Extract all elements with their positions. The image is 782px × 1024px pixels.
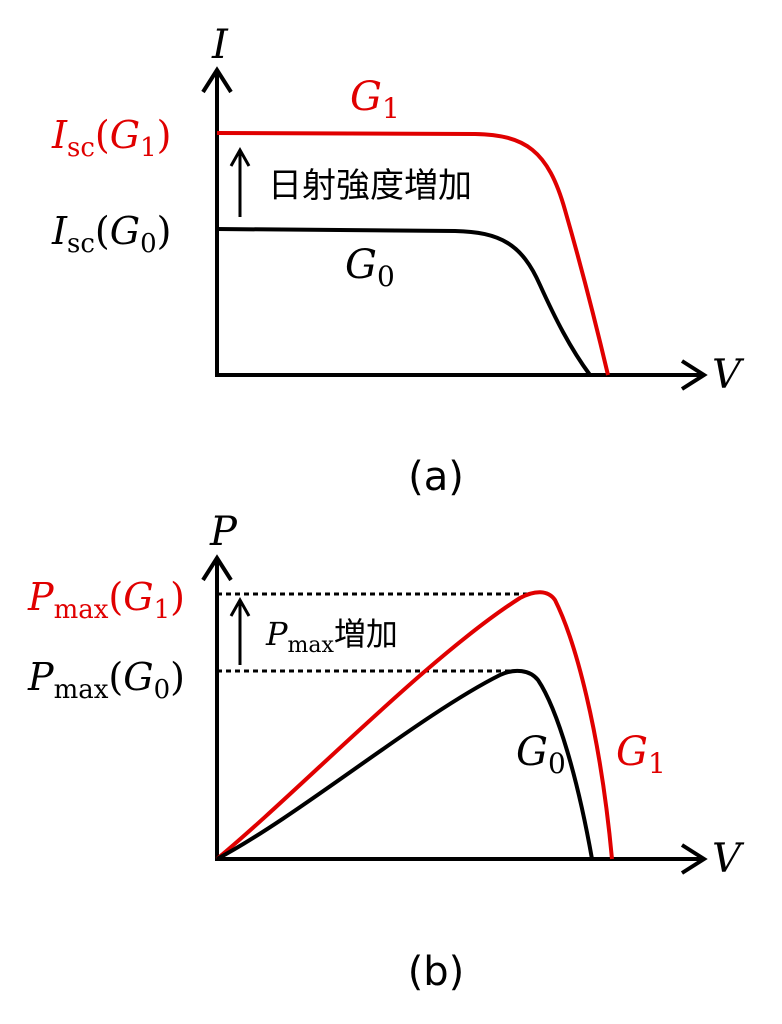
label-curve-g0-b: G0 bbox=[516, 729, 566, 780]
panel-a-increase-label: 日射強度増加 bbox=[268, 166, 472, 206]
panel-b-curve-g1 bbox=[215, 590, 614, 861]
panel-b: P V Pmax(G1) Pmax(G0) Pmax増加 G0 G1 (b) bbox=[27, 509, 745, 995]
label-pmax-g0: Pmax(G0) bbox=[27, 655, 185, 705]
label-isc-g1: Isc(G1) bbox=[51, 113, 171, 163]
panel-b-increase-arrowhead bbox=[229, 596, 251, 617]
panel-b-x-axis-arrow bbox=[680, 843, 708, 875]
label-curve-g1-a: G1 bbox=[350, 74, 400, 125]
panel-a-increase-arrowhead bbox=[229, 146, 251, 167]
panel-b-y-axis-label: P bbox=[209, 509, 238, 555]
panel-a-y-axis-label: I bbox=[211, 22, 229, 68]
panel-b-y-axis-arrow bbox=[201, 554, 233, 582]
label-isc-g0: Isc(G0) bbox=[51, 209, 171, 259]
panel-a: I V Isc(G1) Isc(G0) G1 G0 日射強度増加 (a) bbox=[51, 22, 745, 500]
panel-b-curve-g0 bbox=[216, 668, 594, 861]
panel-b-caption: (b) bbox=[408, 949, 465, 995]
panel-a-curve-g0 bbox=[216, 227, 592, 377]
panel-a-caption: (a) bbox=[408, 454, 464, 500]
label-pmax-g1: Pmax(G1) bbox=[27, 575, 185, 625]
panel-a-x-axis-arrow bbox=[680, 359, 708, 391]
label-curve-g0-a: G0 bbox=[345, 242, 395, 293]
panel-b-x-axis-label: V bbox=[712, 836, 745, 882]
panel-a-curve-g1 bbox=[216, 131, 610, 376]
label-curve-g1-b: G1 bbox=[616, 729, 666, 780]
panel-a-y-axis-arrow bbox=[201, 66, 233, 94]
panel-a-x-axis-label: V bbox=[712, 352, 745, 398]
panel-b-increase-label: Pmax増加 bbox=[265, 615, 398, 658]
